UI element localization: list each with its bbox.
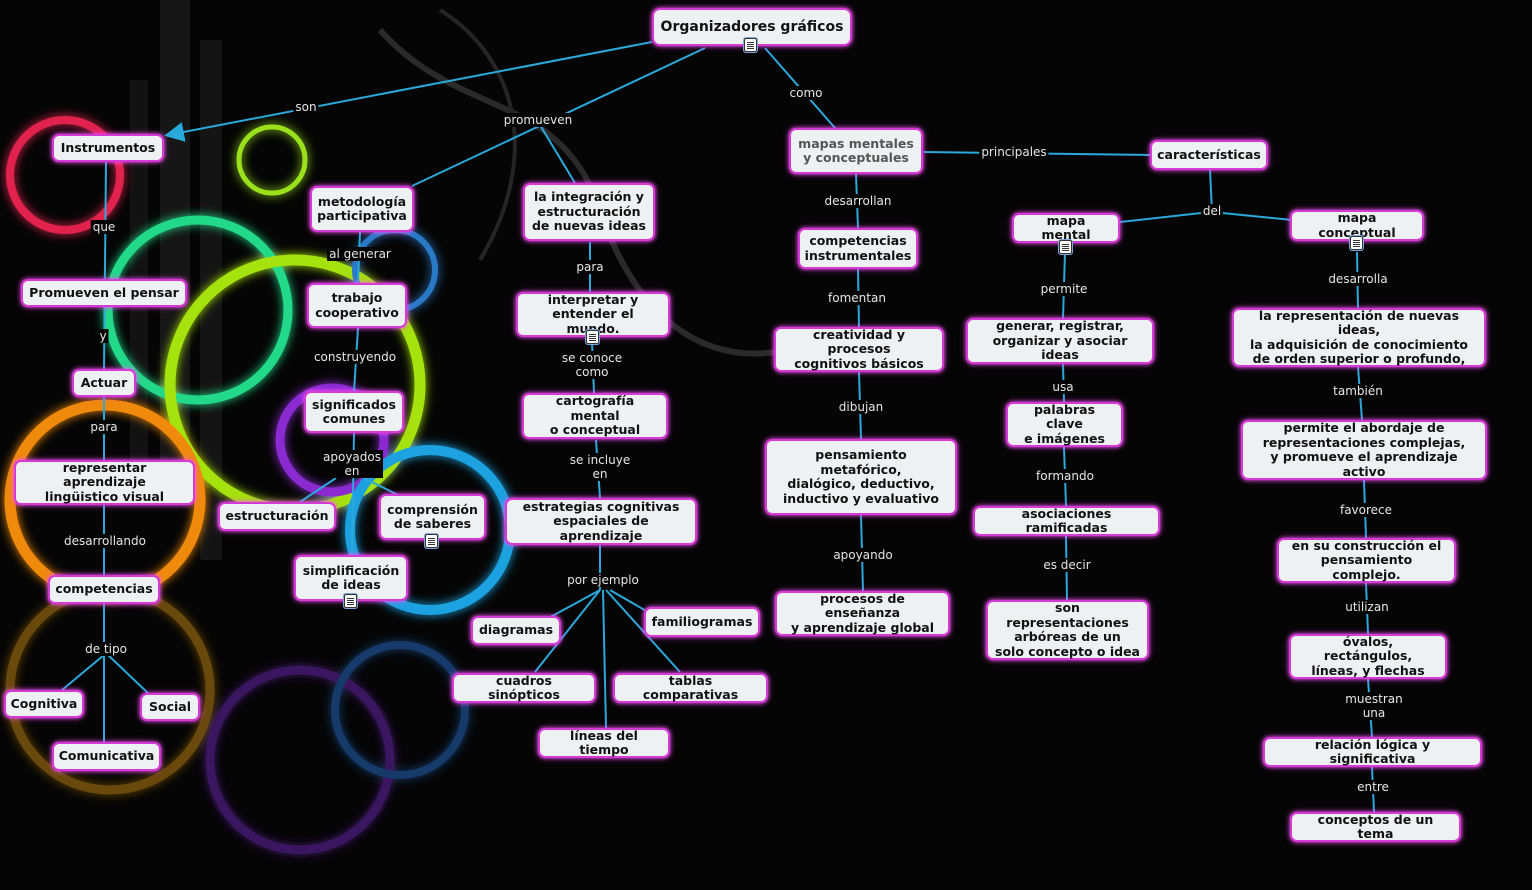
node-estrategias[interactable]: estrategias cognitivas espaciales de apr… bbox=[505, 498, 697, 545]
node-relacion[interactable]: relación lógica y significativa bbox=[1263, 737, 1482, 767]
document-icon[interactable] bbox=[1059, 240, 1072, 254]
document-icon[interactable] bbox=[1350, 236, 1363, 250]
label-como: como bbox=[787, 86, 825, 100]
link-social bbox=[107, 654, 151, 696]
node-promueven-pensar[interactable]: Promueven el pensar bbox=[21, 279, 187, 307]
node-conceptos[interactable]: conceptos de un tema bbox=[1290, 812, 1461, 842]
node-cognitiva[interactable]: Cognitiva bbox=[4, 690, 84, 718]
node-social[interactable]: Social bbox=[140, 693, 200, 721]
label-para: para bbox=[88, 420, 120, 434]
label-al-generar: al generar bbox=[327, 247, 393, 261]
link-estructuracion bbox=[299, 477, 337, 503]
label-para: para bbox=[574, 260, 606, 274]
node-diagramas[interactable]: diagramas bbox=[471, 616, 561, 645]
document-icon[interactable] bbox=[586, 330, 599, 344]
node-construccion[interactable]: en su construcción el pensamiento comple… bbox=[1277, 538, 1456, 583]
label-dibujan: dibujan bbox=[836, 400, 886, 414]
label-permite: permite bbox=[1038, 282, 1090, 296]
node-trabajo[interactable]: trabajo cooperativo bbox=[307, 283, 407, 328]
node-representar[interactable]: representar aprendizaje lingüistico visu… bbox=[14, 460, 195, 505]
node-integracion[interactable]: la integración y estructuración de nueva… bbox=[523, 183, 655, 241]
label-de-tipo: de tipo bbox=[83, 642, 129, 656]
label-usa: usa bbox=[1050, 380, 1076, 394]
label-muestran-una: muestran una bbox=[1343, 692, 1405, 720]
document-icon[interactable] bbox=[744, 38, 757, 52]
link-diagramas bbox=[544, 589, 601, 621]
node-actuar[interactable]: Actuar bbox=[72, 369, 136, 397]
node-mapas[interactable]: mapas mentales y conceptuales bbox=[789, 128, 923, 174]
node-tablas[interactable]: tablas comparativas bbox=[613, 673, 768, 703]
node-generar[interactable]: generar, registrar, organizar y asociar … bbox=[966, 318, 1154, 364]
node-comprension[interactable]: comprensión de saberes bbox=[379, 494, 486, 540]
label-apoyando: apoyando bbox=[831, 548, 895, 562]
node-ovalos[interactable]: óvalos, rectángulos, líneas, y flechas bbox=[1289, 634, 1447, 679]
node-significados[interactable]: significados comunes bbox=[304, 391, 404, 433]
label-entre: entre bbox=[1355, 780, 1391, 794]
node-mapa-mental[interactable]: mapa mental bbox=[1012, 213, 1120, 243]
link-promueven-b bbox=[539, 124, 576, 184]
node-interpretar[interactable]: interpretar y entender el mundo. bbox=[516, 292, 670, 337]
node-comunicativa[interactable]: Comunicativa bbox=[52, 742, 161, 771]
link-son bbox=[164, 41, 653, 142]
label-se-conoce-como: se conoce como bbox=[559, 351, 625, 379]
label-apoyados-en: apoyados en bbox=[321, 450, 383, 478]
node-pensamiento[interactable]: pensamiento metafórico, dialógico, deduc… bbox=[765, 439, 957, 515]
node-simplificacion[interactable]: simplificación de ideas bbox=[294, 555, 408, 601]
link-cuadros bbox=[534, 589, 601, 673]
link-del-conceptual bbox=[1211, 211, 1293, 221]
label-formando: formando bbox=[1034, 469, 1096, 483]
node-procesos[interactable]: procesos de enseñanza y aprendizaje glob… bbox=[775, 591, 950, 636]
link-tablas bbox=[605, 589, 681, 673]
node-lineas[interactable]: líneas del tiempo bbox=[538, 728, 670, 758]
node-cartografia[interactable]: cartografía mental o conceptual bbox=[522, 393, 668, 439]
label-son: son bbox=[293, 100, 319, 114]
label-desarrolla: desarrolla bbox=[1326, 272, 1390, 286]
node-competencias[interactable]: competencias bbox=[48, 575, 160, 604]
node-representacion-nuevas[interactable]: la representación de nuevas ideas, la ad… bbox=[1232, 308, 1486, 367]
label-tambien: también bbox=[1331, 384, 1385, 398]
label-del: del bbox=[1200, 204, 1224, 218]
link-lineas bbox=[602, 589, 607, 729]
node-cuadros[interactable]: cuadros sinópticos bbox=[452, 673, 596, 703]
node-representaciones[interactable]: son representaciones arbóreas de un solo… bbox=[986, 600, 1149, 660]
link-familiogramas bbox=[609, 589, 649, 613]
label-favorece: favorece bbox=[1337, 503, 1395, 517]
node-palabras[interactable]: palabras clave e imágenes bbox=[1006, 402, 1123, 447]
link-del-mental bbox=[1119, 211, 1211, 223]
link-cognitiva bbox=[61, 654, 105, 691]
label-construyendo: construyendo bbox=[311, 350, 399, 364]
label-desarrollando: desarrollando bbox=[62, 534, 148, 548]
label-fomentan: fomentan bbox=[826, 291, 888, 305]
document-icon[interactable] bbox=[425, 534, 438, 548]
label-desarrollan: desarrollan bbox=[822, 194, 894, 208]
label-por-ejemplo: por ejemplo bbox=[565, 573, 641, 587]
node-familiogramas[interactable]: familiogramas bbox=[644, 607, 760, 637]
label-utilizan: utilizan bbox=[1343, 600, 1391, 614]
node-asociaciones[interactable]: asociaciones ramificadas bbox=[973, 506, 1160, 536]
label-y: y bbox=[97, 329, 109, 343]
label-se-incluye-en: se incluye en bbox=[567, 453, 633, 481]
node-caracteristicas[interactable]: características bbox=[1150, 140, 1268, 170]
node-metodologia[interactable]: metodología participativa bbox=[310, 186, 414, 232]
node-instrumentos[interactable]: Instrumentos bbox=[52, 134, 164, 162]
label-promueven: promueven bbox=[501, 113, 575, 127]
label-que: que bbox=[90, 220, 118, 234]
link-comprension bbox=[363, 477, 399, 496]
label-principales: principales bbox=[979, 145, 1049, 159]
node-estructuracion[interactable]: estructuración bbox=[218, 502, 336, 531]
node-abordaje[interactable]: permite el abordaje de representaciones … bbox=[1241, 420, 1487, 480]
label-es-decir: es decir bbox=[1041, 558, 1093, 572]
node-creatividad[interactable]: creatividad y procesos cognitivos básico… bbox=[774, 327, 944, 372]
node-competencias-instrumentales[interactable]: competencias instrumentales bbox=[798, 228, 918, 269]
document-icon[interactable] bbox=[344, 594, 357, 608]
